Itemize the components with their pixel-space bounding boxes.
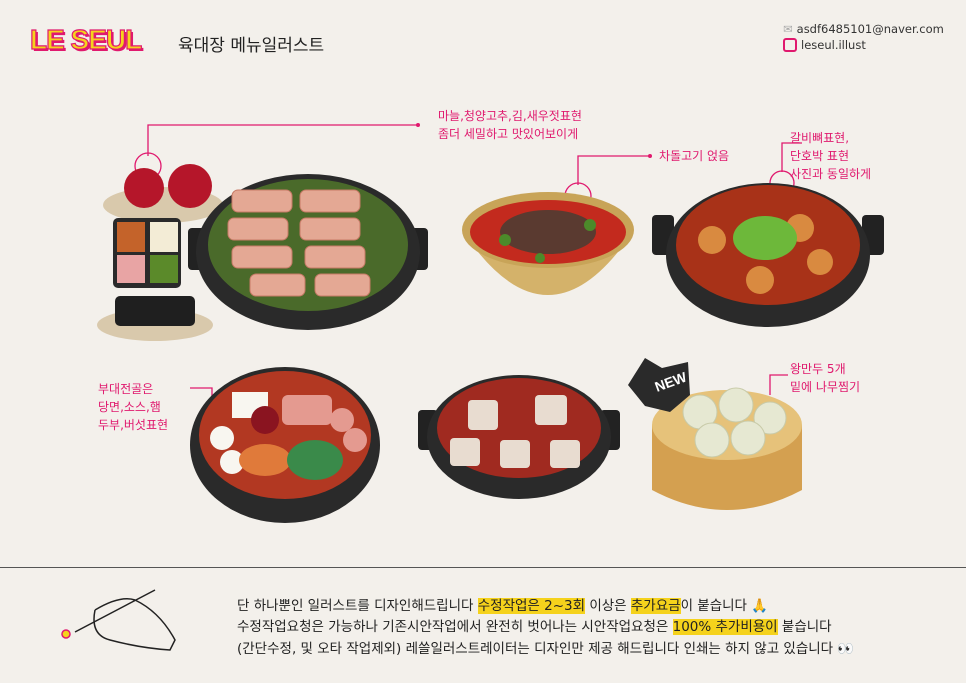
dish-mushroom-stew: [418, 375, 620, 499]
envelope-icon: ✉: [783, 22, 793, 36]
dish-budae-jeongol: [190, 367, 380, 523]
divider: [0, 567, 966, 568]
annotation-beef-soup: 차돌고기 얹음: [659, 149, 730, 163]
logo: LE SEUL: [29, 23, 142, 55]
footer-line-2: 수정작업요청은 가능하나 기존시안작업에서 완전히 벗어나는 시안작업요청은 1…: [237, 619, 832, 635]
dish-pork-platter: [97, 164, 428, 341]
instagram-icon: [783, 38, 797, 52]
footer-line-1: 단 하나뿐인 일러스트를 디자인해드립니다 수정작업은 2~3회 이상은 추가요…: [237, 598, 769, 614]
page-title: 육대장 메뉴일러스트: [178, 36, 325, 56]
dish-beef-soup: [462, 192, 634, 295]
dish-galbi-stew: [652, 183, 884, 327]
footer-line-3: (간단수정, 및 오타 작업제외) 레쓸일러스트레이터는 디자인만 제공 해드립…: [237, 641, 855, 657]
dish-dumpling-steamer: NEW: [628, 358, 802, 510]
contact-instagram: leseul.illust: [783, 38, 866, 52]
contact-email: ✉asdf6485101@naver.com: [783, 22, 944, 36]
drawing-hand-illustration: [61, 589, 176, 651]
